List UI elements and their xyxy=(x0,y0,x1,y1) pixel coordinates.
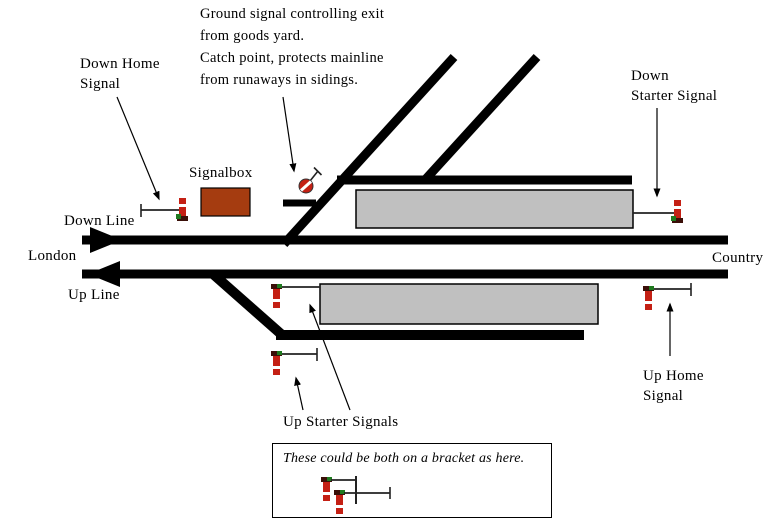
note-line: from runaways in sidings. xyxy=(200,72,359,88)
down-starter-signal xyxy=(633,200,683,223)
signal-post-icon xyxy=(643,286,654,310)
down-platform xyxy=(355,189,634,229)
up-platform xyxy=(319,283,599,325)
up-direction-arrow-icon xyxy=(88,261,120,287)
up-loop-branch xyxy=(209,270,285,338)
up-starter-signal-loop xyxy=(271,348,318,375)
signal-post-icon xyxy=(671,200,683,223)
ground-signal-note: Ground signal controlling exit from good… xyxy=(200,3,384,91)
london-label: London xyxy=(28,248,77,264)
up-starter-arrow-2 xyxy=(309,303,351,411)
up-starter-signals-label: Up Starter Signals xyxy=(283,414,399,430)
bracket-note-box: These could be both on a bracket as here… xyxy=(272,443,552,518)
up-starter-signal-main xyxy=(271,284,320,308)
ground-signal-arrow xyxy=(282,96,297,173)
up-line-label: Up Line xyxy=(68,287,120,303)
down-home-signal-label: Down Home Signal xyxy=(80,56,160,92)
signal-post-icon xyxy=(271,351,282,375)
signalbox-label: Signalbox xyxy=(189,165,253,181)
down-home-signal xyxy=(140,198,188,221)
up-home-signal xyxy=(643,283,692,310)
annotation-arrows xyxy=(116,96,674,411)
track-layout xyxy=(82,53,728,340)
bracket-note-text: These could be both on a bracket as here… xyxy=(283,451,525,466)
country-label: Country xyxy=(712,250,764,266)
up-home-signal-label: Up Home Signal xyxy=(643,368,704,404)
down-starter-signal-label: Down Starter Signal xyxy=(631,68,718,104)
note-line: Catch point, protects mainline xyxy=(200,50,384,66)
note-line: Ground signal controlling exit xyxy=(200,6,385,22)
note-line: from goods yard. xyxy=(200,28,305,44)
bracket-signal-example xyxy=(321,476,391,514)
ground-signal xyxy=(298,166,323,194)
siding-branch xyxy=(420,53,541,185)
down-direction-arrow-icon xyxy=(90,227,122,253)
down-home-arrow xyxy=(116,96,160,201)
signal-post-icon xyxy=(271,284,282,308)
down-line-label: Down Line xyxy=(64,213,135,229)
up-starter-arrow-1 xyxy=(294,376,304,411)
goods-yard-branch xyxy=(280,53,458,248)
signalbox-building xyxy=(200,187,251,217)
